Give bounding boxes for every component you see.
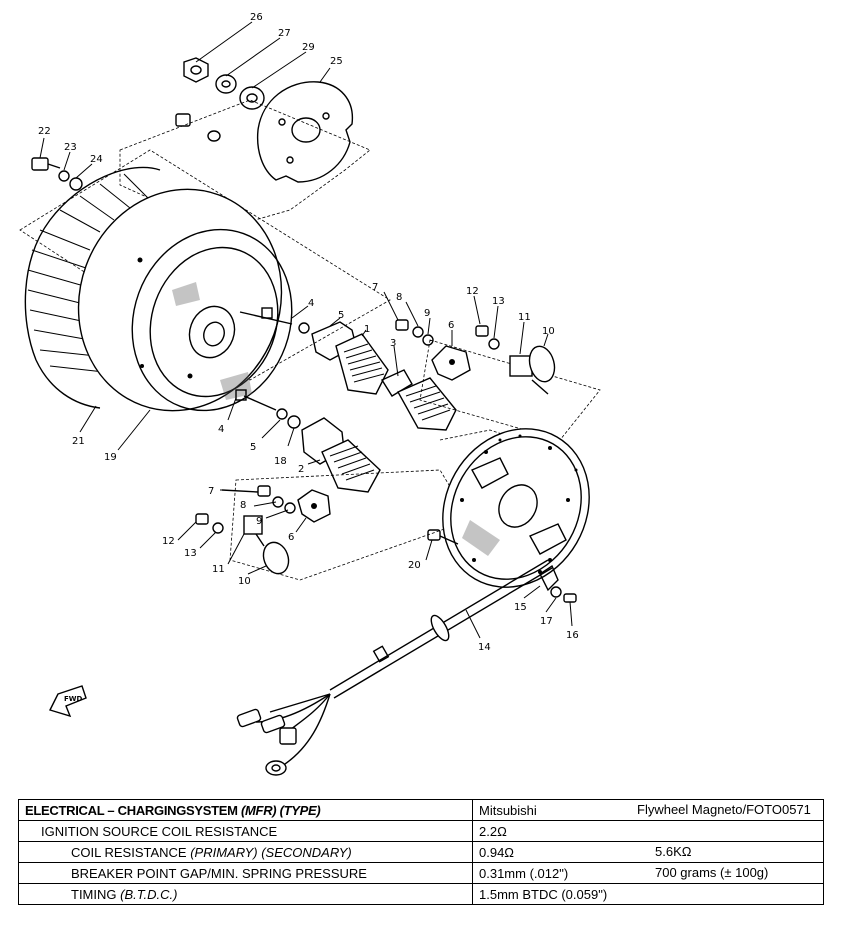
part-label: 8 (240, 500, 246, 511)
table-row: COIL RESISTANCE (PRIMARY) (SECONDARY) 0.… (18, 841, 824, 863)
part-label: 12 (466, 286, 479, 297)
part-label: 1 (364, 324, 370, 335)
part-label: 6 (448, 320, 454, 331)
part-label: 18 (274, 456, 287, 467)
part-label: 29 (302, 42, 315, 53)
part-label: 7 (208, 486, 214, 497)
part-label: 23 (64, 142, 77, 153)
part-label: 13 (492, 296, 505, 307)
flywheel-screw-group: 22 23 24 (31, 126, 103, 191)
part-label: 5 (250, 442, 256, 453)
table-row: BREAKER POINT GAP/MIN. SPRING PRESSURE 0… (18, 862, 824, 884)
part-label: 5 (338, 310, 344, 321)
spec-label: IGNITION SOURCE COIL RESISTANCE (18, 820, 473, 842)
part-label: 26 (250, 12, 263, 23)
spec-label: TIMING (B.T.D.C.) (18, 883, 473, 905)
part-label: 16 (566, 630, 579, 641)
ignition-coil-lower: 4 5 18 2 (218, 389, 381, 493)
table-row: TIMING (B.T.D.C.) 1.5mm BTDC (0.059") (18, 883, 824, 905)
fwd-label: FWD (64, 695, 83, 703)
part-label: 24 (90, 154, 103, 165)
contact-breaker-lower: 7 8 9 6 12 13 11 10 (162, 469, 471, 587)
part-label: 25 (330, 56, 343, 67)
exploded-parts-diagram: 26 27 29 25 22 23 24 (19, 12, 601, 776)
contact-breaker-upper: 7 8 9 6 12 13 11 10 (372, 282, 601, 441)
part-label: 20 (408, 560, 421, 571)
part-label: 11 (518, 312, 531, 323)
ignition-coil-upper: 4 5 1 3 (239, 298, 457, 431)
part-label: 19 (104, 452, 117, 463)
part-label: 17 (540, 616, 553, 627)
stator-plate: 20 (408, 428, 590, 588)
spec-value: 0.31mm (.012")700 grams (± 100g) (472, 862, 824, 884)
part-label: 10 (238, 576, 251, 587)
part-label: 9 (424, 308, 430, 319)
charging-system-spec-table: ELECTRICAL – CHARGINGSYSTEM (MFR) (TYPE)… (18, 799, 824, 905)
spec-label: COIL RESISTANCE (PRIMARY) (SECONDARY) (18, 841, 473, 863)
part-label: 4 (308, 298, 314, 309)
table-row: ELECTRICAL – CHARGINGSYSTEM (MFR) (TYPE)… (18, 799, 824, 821)
table-row: IGNITION SOURCE COIL RESISTANCE 2.2Ω (18, 820, 824, 842)
spec-label: BREAKER POINT GAP/MIN. SPRING PRESSURE (18, 862, 473, 884)
part-label: 22 (38, 126, 51, 137)
part-label: 9 (256, 516, 262, 527)
part-label: 11 (212, 564, 225, 575)
part-label: 4 (218, 424, 224, 435)
part-label: 8 (396, 292, 402, 303)
spec-label: ELECTRICAL – CHARGINGSYSTEM (MFR) (TYPE) (18, 799, 473, 821)
cam-plate-assembly: 26 27 29 25 (119, 12, 371, 231)
part-label: 21 (72, 436, 85, 447)
part-label: 10 (542, 326, 555, 337)
flywheel-rotor: 21 19 (19, 149, 391, 463)
part-label: 7 (372, 282, 378, 293)
part-label: 6 (288, 532, 294, 543)
spec-value: 1.5mm BTDC (0.059") (472, 883, 824, 905)
forward-arrow-icon: FWD (49, 685, 87, 718)
part-label: 14 (478, 642, 491, 653)
part-label: 13 (184, 548, 197, 559)
spec-value: 2.2Ω (472, 820, 824, 842)
part-label: 12 (162, 536, 175, 547)
part-label: 2 (298, 464, 304, 475)
wire-harness: 14 15 17 16 (236, 558, 579, 776)
part-label: 27 (278, 28, 291, 39)
part-label: 3 (390, 338, 396, 349)
part-label: 15 (514, 602, 527, 613)
